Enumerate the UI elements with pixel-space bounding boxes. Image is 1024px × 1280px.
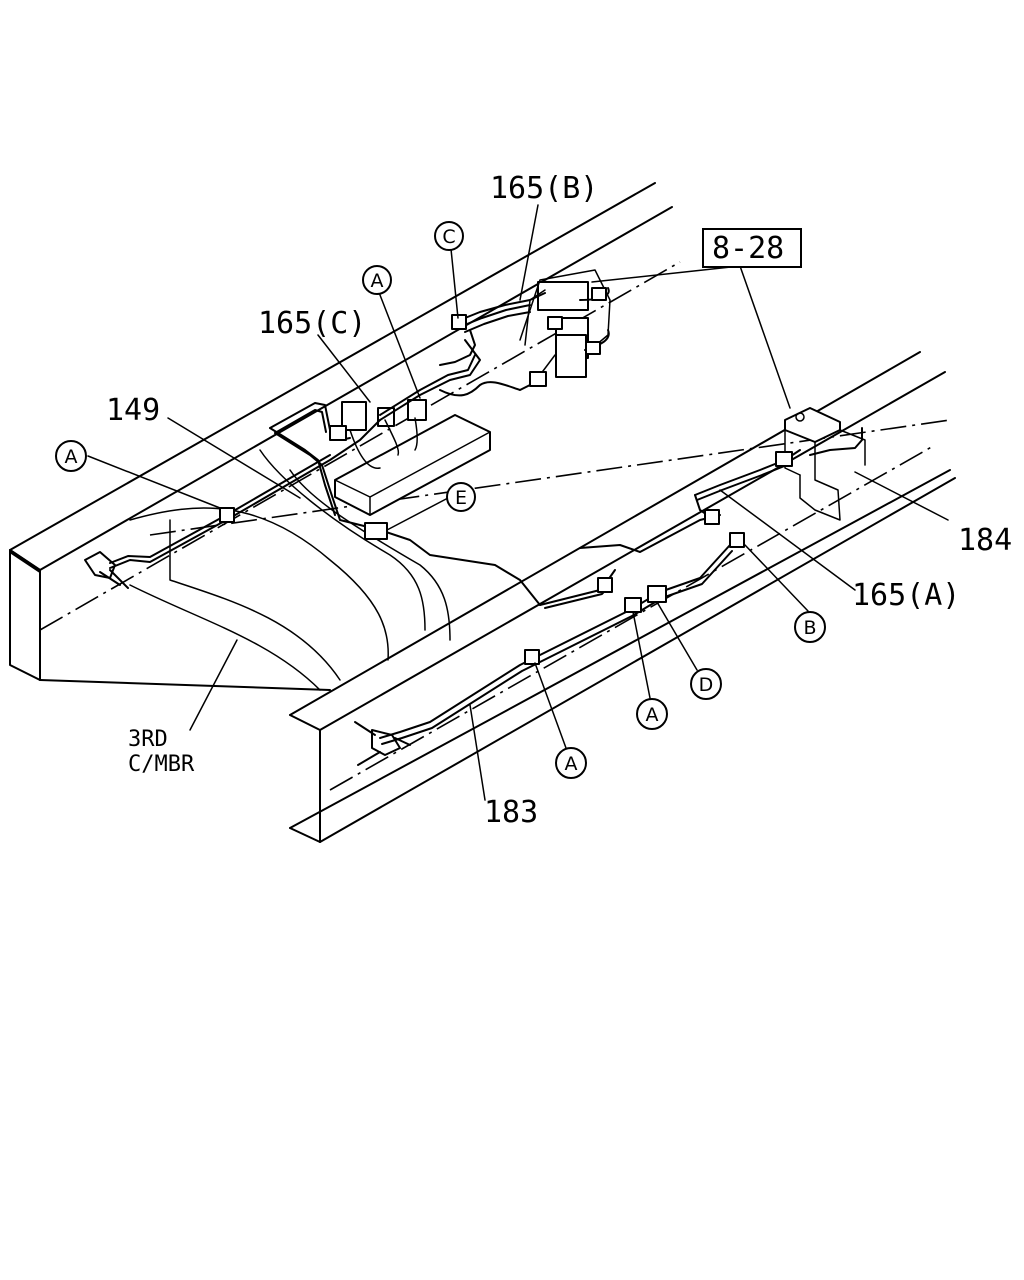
ref-box-label: 8-28 [712, 231, 784, 266]
hose-coupler-right [354, 721, 411, 766]
callout-d-joint: D [690, 668, 722, 700]
third-cross-member [129, 449, 451, 691]
callout-e-clip: E [446, 482, 476, 512]
label-184: 184 [958, 523, 1012, 558]
callout-a-upper-text: A [371, 270, 384, 292]
label-165A: 165(A) [852, 578, 960, 613]
label-165C: 165(C) [258, 306, 366, 341]
leader-lines [87, 204, 949, 801]
callout-a-bottom: A [555, 747, 587, 779]
pipe-183 [379, 539, 741, 745]
label-149: 149 [106, 393, 160, 428]
pipe-165B [439, 292, 546, 366]
left-frame-rail [9, 182, 673, 691]
callout-a-left: A [55, 440, 87, 472]
label-165B: 165(B) [490, 171, 598, 206]
centerlines [39, 261, 951, 791]
valve-bracket [334, 414, 491, 516]
callout-a-bottom-text: A [565, 753, 578, 775]
callout-a-joint: A [636, 698, 668, 730]
callout-b-right: B [794, 611, 826, 643]
label-3rd: 3RD [128, 727, 168, 752]
callout-a-left-text: A [65, 446, 78, 468]
label-183: 183 [484, 795, 538, 830]
hose-coupler-left [84, 551, 129, 589]
label-c-mbr: C/MBR [128, 752, 195, 777]
callout-e-clip-text: E [455, 487, 467, 509]
callout-a-upper: A [362, 265, 392, 295]
bracket-184 [784, 407, 866, 521]
ref-box-8-28: 8-28 [702, 228, 802, 268]
callout-c-top-text: C [442, 226, 455, 248]
callout-d-joint-text: D [699, 674, 714, 696]
callout-a-joint-text: A [646, 704, 659, 726]
relay-valve-assembly [519, 269, 611, 386]
fittings [219, 287, 793, 665]
callout-c-top: C [434, 221, 464, 251]
callout-b-right-text: B [803, 617, 816, 639]
